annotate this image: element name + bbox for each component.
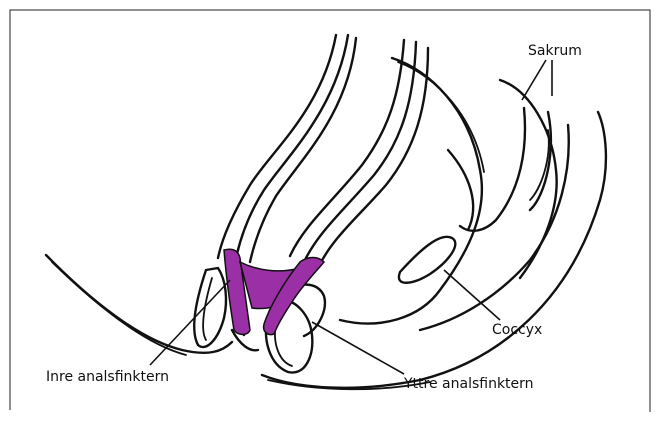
yttre-leader	[312, 322, 404, 374]
rectum	[218, 35, 428, 268]
sakrum-leader	[522, 60, 546, 100]
coccyx-bone	[399, 237, 455, 283]
label-sakrum: Sakrum	[528, 43, 582, 59]
label-coccyx: Coccyx	[492, 322, 542, 338]
label-inre-analsfinktern: Inre analsfinktern	[46, 369, 169, 385]
pelvic-floor	[46, 112, 606, 389]
sphincter-left	[224, 249, 250, 334]
label-yttre-analsfinktern: Yttre analsfinktern	[403, 376, 534, 392]
sacrum	[340, 58, 569, 330]
